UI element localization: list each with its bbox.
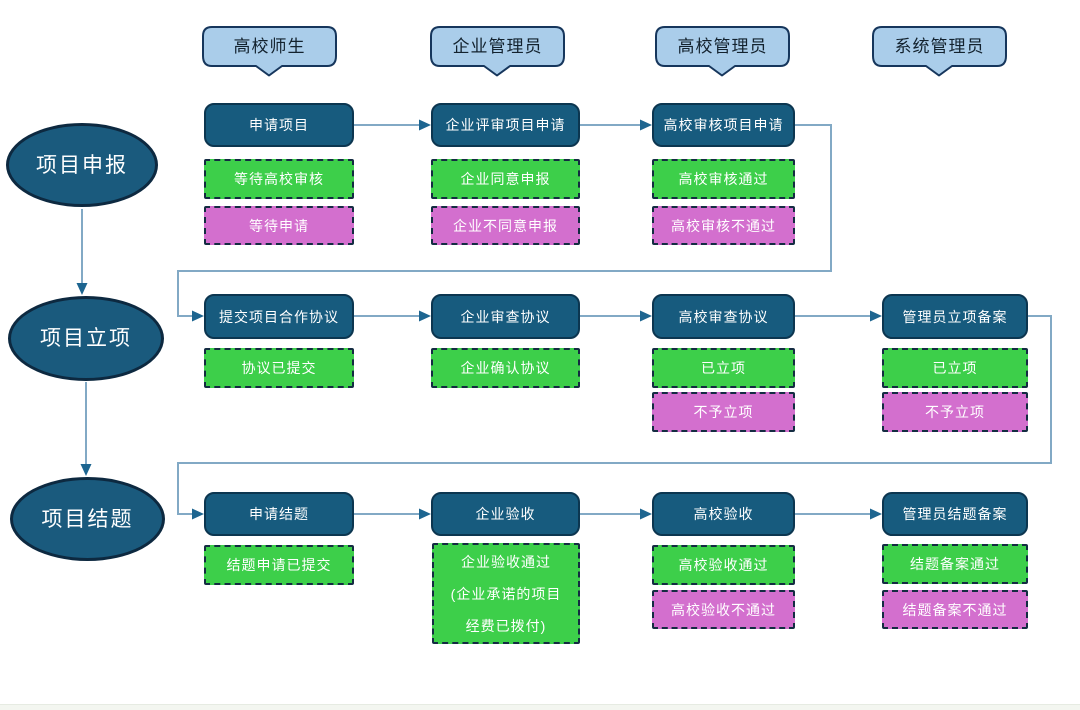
lane-header-system-admin: 系统管理员 [872,26,1007,78]
action-box-submit-cooperation-agreement: 提交项目合作协议 [204,294,354,339]
lane-header-university-admin: 高校管理员 [655,26,790,78]
status-box-admin-not-approved: 不予立项 [882,392,1028,432]
lane-label: 高校管理员 [677,36,768,56]
status-box-waiting-application: 等待申请 [204,206,354,245]
arrowhead-r2-c3 [640,310,652,322]
status-box-conclusion-submitted: 结题申请已提交 [204,545,354,585]
status-box-enterprise-agree: 企业同意申报 [431,159,580,199]
arrowhead-r1-c3 [640,119,652,131]
lane-banner-shape [872,26,1007,77]
status-box-university-review-passed: 高校审核通过 [652,159,795,199]
phase-ellipse-project-application: 项目申报 [6,123,158,207]
action-box-enterprise-review-agreement: 企业审查协议 [431,294,580,339]
phase-ellipse-project-approval: 项目立项 [8,296,164,381]
status-box-conclusion-record-passed: 结题备案通过 [882,544,1028,584]
lane-header-university-teachers-students: 高校师生 [202,26,337,78]
status-box-university-review-failed: 高校审核不通过 [652,206,795,245]
lane-banner-shape [655,26,790,77]
status-line: 经费已拨付) [465,617,547,634]
arrowhead-row3-entry [192,508,204,520]
status-box-enterprise-acceptance-passed: 企业验收通过 (企业承诺的项目 经费已拨付) [432,543,580,644]
status-box-not-approved: 不予立项 [652,392,795,432]
action-box-university-review-application: 高校审核项目申请 [652,103,795,147]
status-box-enterprise-confirm-agreement: 企业确认协议 [431,348,580,388]
connector-route-row2-to-row3 [177,315,1052,515]
arrowhead-row2-entry [192,310,204,322]
status-box-conclusion-record-failed: 结题备案不通过 [882,590,1028,629]
action-box-apply-conclusion: 申请结题 [204,492,354,536]
arrowhead-r3-c4 [870,508,882,520]
phase-ellipse-project-conclusion: 项目结题 [10,477,165,561]
action-box-university-acceptance: 高校验收 [652,492,795,536]
action-box-university-review-agreement: 高校审查协议 [652,294,795,339]
lane-banner-shape [430,26,565,77]
lane-banner-shape [202,26,337,77]
status-line: (企业承诺的项目 [450,585,562,602]
lane-label: 系统管理员 [894,36,985,56]
status-box-university-acceptance-passed: 高校验收通过 [652,545,795,585]
action-box-enterprise-acceptance: 企业验收 [431,492,580,536]
status-box-waiting-university-review: 等待高校审核 [204,159,354,199]
arrowhead-phase2 [76,283,88,295]
connector-route-row1-to-row2 [177,124,832,317]
status-box-admin-approved: 已立项 [882,348,1028,388]
action-box-enterprise-review-application: 企业评审项目申请 [431,103,580,147]
status-line: 企业验收通过 [461,553,551,570]
status-box-approved: 已立项 [652,348,795,388]
lane-label: 企业管理员 [452,36,543,56]
lane-label: 高校师生 [233,36,306,56]
lane-header-enterprise-admin: 企业管理员 [430,26,565,78]
action-box-admin-approval-record: 管理员立项备案 [882,294,1028,339]
status-box-enterprise-disagree: 企业不同意申报 [431,206,580,245]
action-box-apply-project: 申请项目 [204,103,354,147]
arrowhead-r3-c2 [419,508,431,520]
arrowhead-r3-c3 [640,508,652,520]
arrowhead-r1-c2 [419,119,431,131]
arrowhead-r2-c4 [870,310,882,322]
arrowhead-phase3 [80,464,92,476]
action-box-admin-conclusion-record: 管理员结题备案 [882,492,1028,536]
arrowhead-r2-c2 [419,310,431,322]
status-box-university-acceptance-failed: 高校验收不通过 [652,590,795,629]
bottom-strip [0,704,1080,710]
status-box-agreement-submitted: 协议已提交 [204,348,354,388]
